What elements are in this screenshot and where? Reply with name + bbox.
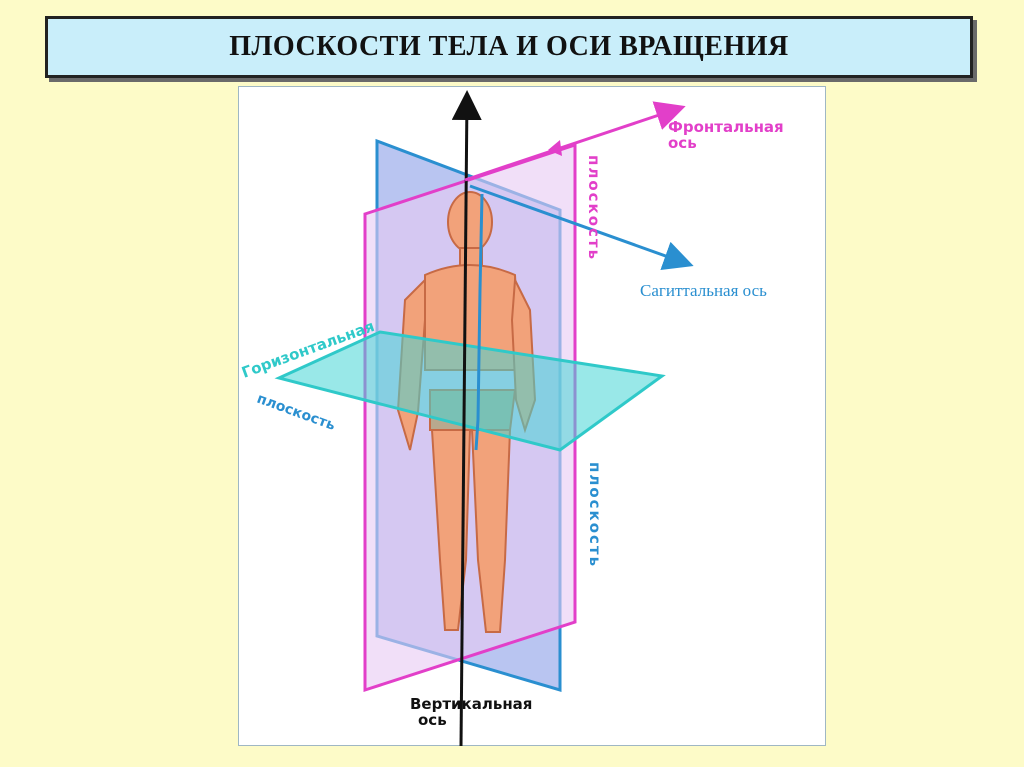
frontal-axis-mid-arrowhead <box>548 140 562 156</box>
label-sagittal-plane-vertical: плоскость <box>586 462 604 568</box>
horizontal-plane <box>274 330 666 452</box>
label-vertical-axis-1: Вертикальная <box>410 695 532 713</box>
label-frontal-axis-1: Фронтальная <box>668 118 784 136</box>
label-horizontal-plane-2: плоскость <box>255 391 338 434</box>
label-frontal-plane-vertical: плоскость <box>585 155 603 261</box>
sagittal-axis <box>469 184 694 271</box>
label-sagittal-axis: Сагиттальная ось <box>640 281 767 300</box>
vertical-axis <box>451 90 482 747</box>
label-frontal-axis-2: ось <box>668 134 697 152</box>
sagittal-midline <box>474 193 484 451</box>
frontal-axis <box>464 101 686 182</box>
title-box: ПЛОСКОСТИ ТЕЛА И ОСИ ВРАЩЕНИЯ <box>45 16 973 78</box>
label-vertical-axis-2: ось <box>418 711 447 729</box>
human-figure <box>396 191 537 633</box>
page-title: ПЛОСКОСТИ ТЕЛА И ОСИ ВРАЩЕНИЯ <box>229 31 789 62</box>
